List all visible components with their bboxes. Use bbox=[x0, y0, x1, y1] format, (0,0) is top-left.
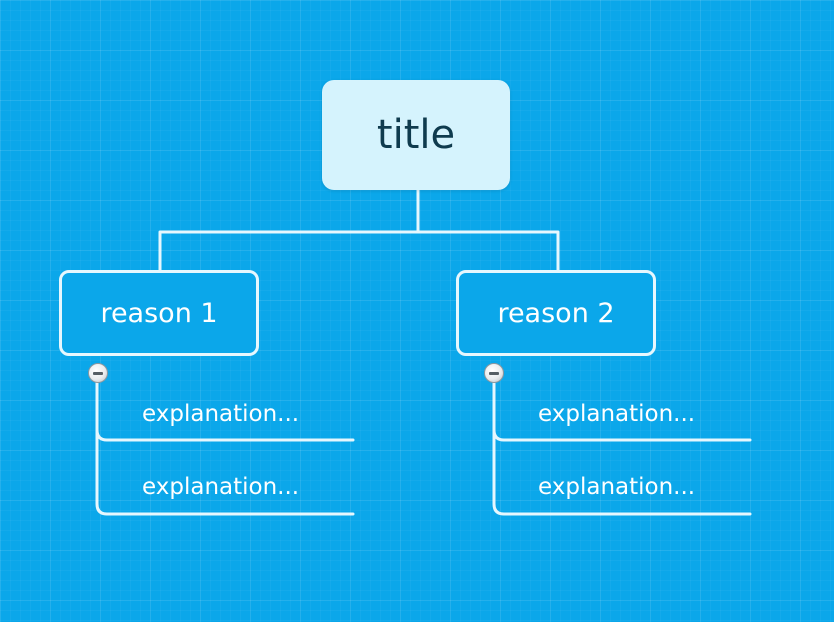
topic-2-children-connector bbox=[492, 371, 752, 516]
subtopic-label: explanation... bbox=[142, 401, 300, 427]
subtopic-label: explanation... bbox=[142, 474, 300, 500]
collapse-toggle-reason-2[interactable] bbox=[484, 363, 504, 383]
main-topic-label: reason 1 bbox=[100, 297, 218, 329]
subtopic-reason-1-explanation-2[interactable]: explanation... bbox=[142, 470, 299, 504]
subtopic-label: explanation... bbox=[538, 401, 696, 427]
subtopic-reason-1-explanation-1[interactable]: explanation... bbox=[142, 397, 299, 431]
main-topic-label: reason 2 bbox=[497, 297, 615, 329]
main-topic-reason-1[interactable]: reason 1 bbox=[59, 270, 259, 356]
topic-1-children-connector bbox=[95, 371, 355, 516]
root-to-topics-connector bbox=[158, 188, 560, 272]
subtopic-reason-2-explanation-2[interactable]: explanation... bbox=[538, 470, 695, 504]
subtopic-reason-2-explanation-1[interactable]: explanation... bbox=[538, 397, 695, 431]
main-topic-reason-2[interactable]: reason 2 bbox=[456, 270, 656, 356]
central-topic-label: title bbox=[376, 112, 456, 158]
subtopic-label: explanation... bbox=[538, 474, 696, 500]
minus-icon bbox=[93, 371, 103, 375]
collapse-toggle-reason-1[interactable] bbox=[88, 363, 108, 383]
central-topic[interactable]: title bbox=[322, 80, 510, 190]
minus-icon bbox=[489, 371, 499, 375]
